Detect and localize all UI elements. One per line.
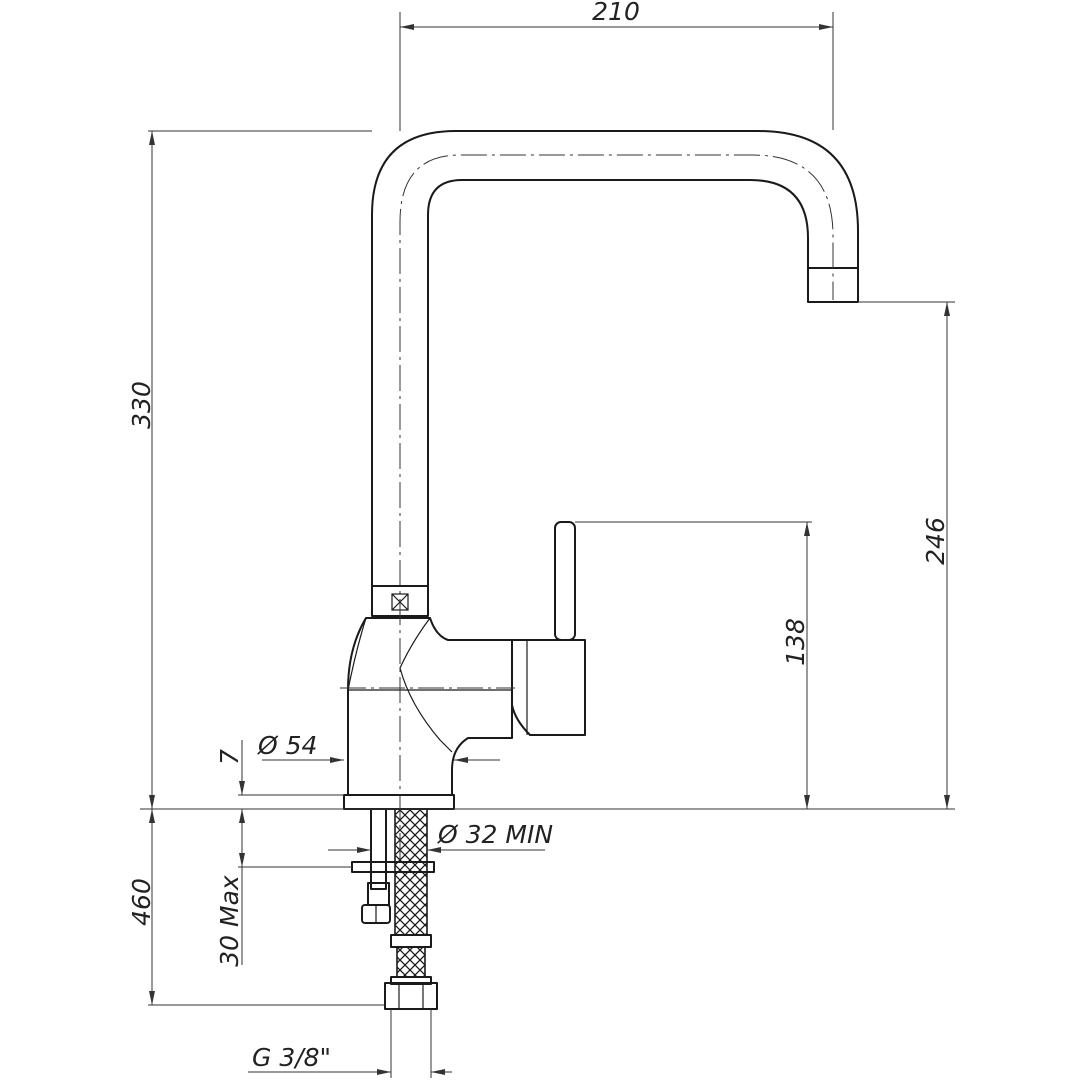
dim-under-counter-length: 460: [127, 809, 385, 1006]
total-height-label: 330: [127, 381, 156, 429]
spout-reach-label: 210: [592, 0, 640, 26]
dim-total-height: 330: [127, 130, 372, 809]
faucet-body: [340, 617, 515, 796]
dim-outlet-height: 246: [858, 301, 955, 809]
hole-diameter-label: Ø 32 MIN: [437, 820, 553, 849]
cartridge-housing: [511, 639, 586, 736]
lever-handle: [554, 521, 812, 641]
base-diameter-label: Ø 54: [257, 731, 317, 760]
lever-height-label: 138: [781, 618, 810, 666]
mounting-stud: [361, 808, 391, 924]
dim-max-counter-thickness: 30 Max: [215, 842, 352, 967]
dim-spout-reach: 210: [399, 0, 834, 131]
braided-hose: [390, 808, 432, 985]
max-counter-thickness-label: 30 Max: [215, 875, 244, 967]
outlet-height-label: 246: [921, 517, 950, 565]
dim-base-thickness: 7: [215, 740, 344, 842]
thread-size-label: G 3/8": [252, 1043, 331, 1072]
dim-lever-height: 138: [781, 522, 810, 809]
hose-fitting-nut: [384, 982, 438, 1010]
base-thickness-label: 7: [215, 749, 244, 765]
base-plate: [343, 794, 455, 810]
under-counter-length-label: 460: [127, 878, 156, 926]
spout: [371, 130, 859, 587]
dim-thread-size: G 3/8": [248, 1009, 452, 1078]
dim-hole-diameter: Ø 32 MIN: [328, 820, 553, 853]
dim-base-diameter: Ø 54: [257, 731, 500, 763]
